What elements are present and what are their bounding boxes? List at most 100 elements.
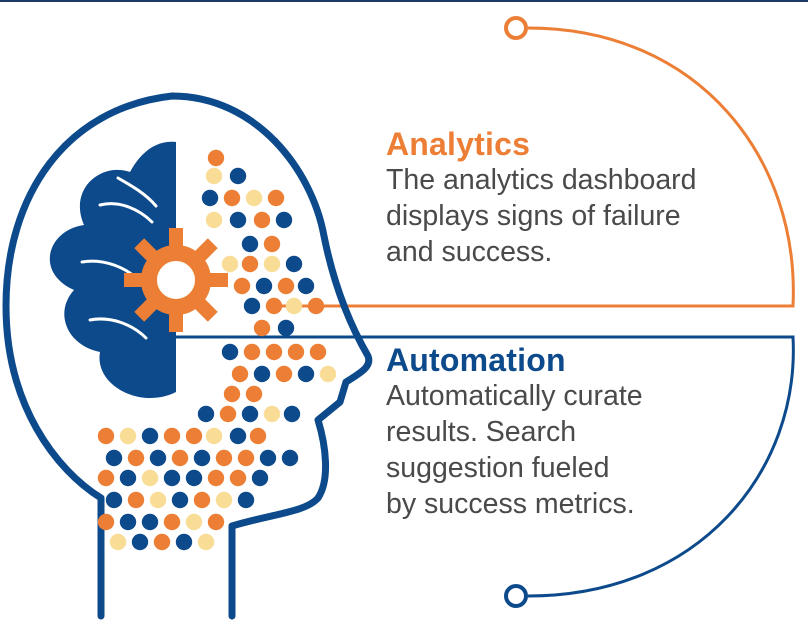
pattern-dot xyxy=(127,449,145,467)
pattern-dot xyxy=(205,427,223,445)
brain-lobes-icon xyxy=(49,141,176,399)
bottom-node-icon xyxy=(504,584,528,608)
pattern-dot xyxy=(275,365,293,383)
analytics-connector-arc xyxy=(278,26,795,308)
pattern-dot xyxy=(307,297,325,315)
pattern-dot xyxy=(243,343,261,361)
pattern-dot xyxy=(163,427,181,445)
pattern-dot xyxy=(119,513,137,531)
automation-title: Automation xyxy=(386,342,566,378)
pattern-dot xyxy=(253,319,271,337)
pattern-dot xyxy=(223,189,241,207)
gear-tooth xyxy=(169,310,183,332)
pattern-dot xyxy=(237,491,255,509)
pattern-dot xyxy=(153,533,171,551)
pattern-dot xyxy=(197,533,215,551)
pattern-dot xyxy=(105,491,123,509)
pattern-dot xyxy=(229,211,247,229)
pattern-dot xyxy=(297,277,315,295)
pattern-dot xyxy=(231,365,249,383)
pattern-dot xyxy=(149,449,167,467)
brain-folds xyxy=(80,176,158,340)
pattern-dot xyxy=(243,297,261,315)
pattern-dot xyxy=(193,491,211,509)
pattern-dot xyxy=(309,343,327,361)
analytics-title: Analytics xyxy=(386,126,531,162)
dot-pattern xyxy=(97,149,337,551)
pattern-dot xyxy=(241,255,259,273)
pattern-dot xyxy=(97,469,115,487)
pattern-dot xyxy=(163,469,181,487)
pattern-dot xyxy=(229,469,247,487)
analytics-line-3: and success. xyxy=(386,236,553,268)
pattern-dot xyxy=(185,469,203,487)
pattern-dot xyxy=(223,385,241,403)
automation-line-1: Automatically curate xyxy=(386,380,643,412)
pattern-dot xyxy=(171,491,189,509)
automation-line-3: suggestion fueled xyxy=(386,452,610,484)
pattern-dot xyxy=(255,277,273,295)
pattern-dot xyxy=(105,449,123,467)
pattern-dot xyxy=(297,365,315,383)
pattern-dot xyxy=(221,343,239,361)
top-node-icon xyxy=(504,16,528,40)
pattern-dot xyxy=(205,211,223,229)
analytics-line-2: displays signs of failure xyxy=(386,200,681,232)
pattern-dot xyxy=(185,513,203,531)
pattern-dot xyxy=(253,365,271,383)
gear-tooth xyxy=(206,273,228,287)
gear-tooth xyxy=(124,273,146,287)
pattern-dot xyxy=(109,533,127,551)
pattern-dot xyxy=(197,405,215,423)
gear-ring xyxy=(141,245,211,315)
head-profile-icon xyxy=(2,92,373,620)
pattern-dot xyxy=(267,189,285,207)
pattern-dot xyxy=(277,277,295,295)
pattern-dot xyxy=(127,491,145,509)
pattern-dot xyxy=(229,167,247,185)
pattern-dot xyxy=(97,513,115,531)
pattern-dot xyxy=(185,427,203,445)
pattern-dot xyxy=(207,149,225,167)
pattern-dot xyxy=(245,385,263,403)
pattern-dot xyxy=(275,211,293,229)
pattern-dot xyxy=(233,277,251,295)
pattern-dot xyxy=(97,427,115,445)
pattern-dot xyxy=(287,343,305,361)
pattern-dot xyxy=(281,449,299,467)
analytics-block: Analytics The analytics dashboard displa… xyxy=(386,126,697,270)
automation-line-2: results. Search xyxy=(386,416,577,448)
pattern-dot xyxy=(207,513,225,531)
pattern-dot xyxy=(171,449,189,467)
pattern-dot xyxy=(253,211,271,229)
pattern-dot xyxy=(277,319,295,337)
pattern-dot xyxy=(229,427,247,445)
pattern-dot xyxy=(207,469,225,487)
pattern-dot xyxy=(215,449,233,467)
pattern-dot xyxy=(285,255,303,273)
pattern-dot xyxy=(219,405,237,423)
pattern-dot xyxy=(141,513,159,531)
pattern-dot xyxy=(119,469,137,487)
pattern-dot xyxy=(201,189,219,207)
pattern-dot xyxy=(141,469,159,487)
pattern-dot xyxy=(263,235,281,253)
pattern-dot xyxy=(263,255,281,273)
automation-block: Automation Automatically curate results.… xyxy=(386,342,643,522)
pattern-dot xyxy=(265,343,283,361)
pattern-dot xyxy=(283,405,301,423)
pattern-dot xyxy=(319,365,337,383)
gear-tooth xyxy=(169,228,183,250)
pattern-dot xyxy=(205,167,223,185)
pattern-dot xyxy=(119,427,137,445)
pattern-dot xyxy=(141,427,159,445)
pattern-dot xyxy=(251,469,269,487)
pattern-dot xyxy=(259,449,277,467)
analytics-line-1: The analytics dashboard xyxy=(386,164,697,196)
automation-connector-arc xyxy=(140,335,795,598)
pattern-dot xyxy=(131,533,149,551)
pattern-dot xyxy=(215,491,233,509)
pattern-dot xyxy=(285,297,303,315)
pattern-dot xyxy=(241,405,259,423)
